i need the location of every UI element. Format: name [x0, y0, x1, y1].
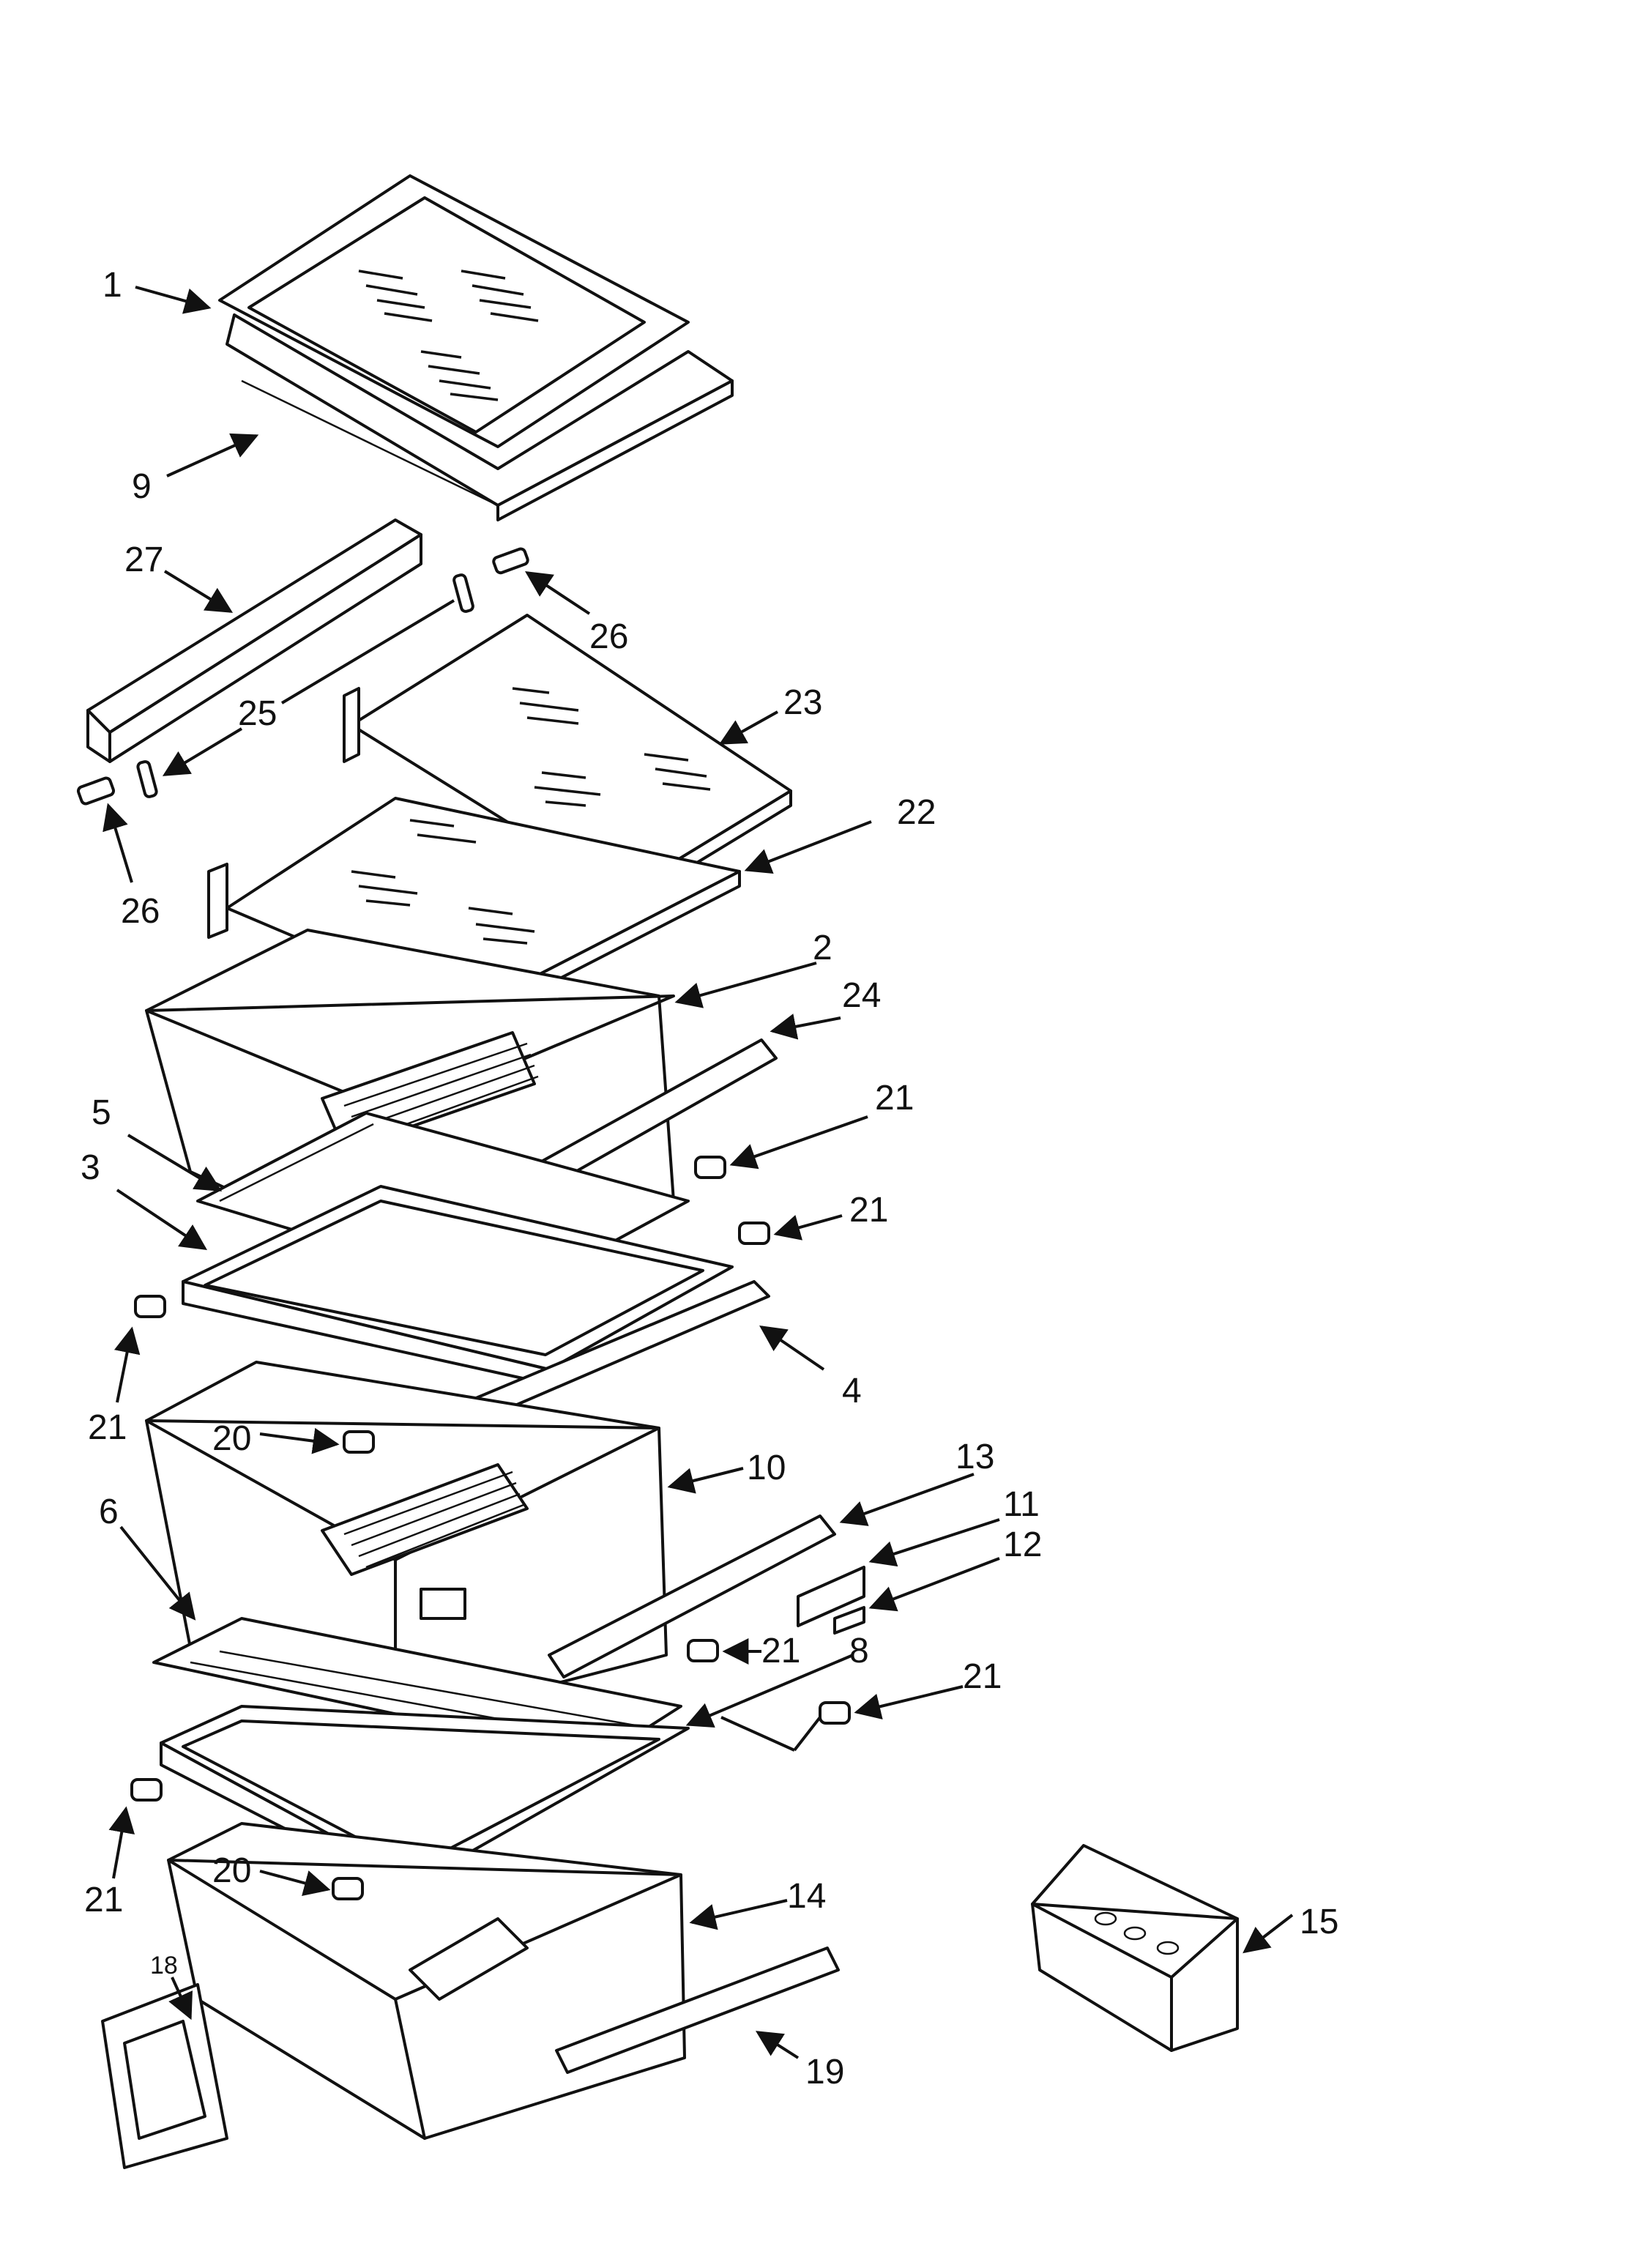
callout-2: 2: [813, 929, 832, 967]
part-26-screw-top: [492, 547, 529, 575]
callout-14: 14: [787, 1877, 826, 1916]
callout-26-bottom: 26: [121, 892, 160, 931]
part-25-clip-top: [452, 573, 474, 613]
callout-21-e: 21: [963, 1657, 1002, 1696]
part-21-fastener-a: [694, 1156, 726, 1179]
callout-21-b: 21: [849, 1191, 888, 1230]
callout-22: 22: [897, 793, 936, 832]
callout-11: 11: [1003, 1485, 1040, 1524]
part-13-handle: [548, 1514, 836, 1678]
callout-12: 12: [1003, 1525, 1042, 1564]
part-1-glass-shelf: [218, 174, 690, 448]
callout-20-b: 20: [212, 1851, 251, 1890]
part-21-fastener-c: [134, 1295, 166, 1318]
callout-labels: 1 9 27 26 25 23 22 26 2 24 21 5 3 21 4 2…: [81, 266, 1338, 2092]
callout-25: 25: [238, 694, 277, 733]
part-12-clip: [833, 1606, 865, 1635]
part-18-label: [101, 1983, 228, 2169]
part-19-handle: [555, 1947, 840, 2074]
callout-21-c: 21: [88, 1408, 127, 1447]
callout-1: 1: [103, 266, 122, 305]
callout-5: 5: [92, 1093, 111, 1132]
part-20-fastener-a: [343, 1430, 375, 1454]
part-25-clip-bottom: [136, 760, 158, 798]
part-21-fastener-e: [819, 1701, 851, 1725]
part-26-screw-bottom: [76, 776, 116, 806]
part-20-fastener-b: [332, 1877, 364, 1900]
part-15-bin: [1031, 1844, 1239, 2052]
callout-20-a: 20: [212, 1419, 251, 1458]
callout-9: 9: [132, 467, 152, 506]
part-21-fastener-f: [130, 1778, 163, 1802]
callout-26-top: 26: [589, 617, 628, 656]
callout-8: 8: [849, 1632, 869, 1670]
part-9-shelf-frame: [226, 313, 734, 521]
part-21-fastener-b: [738, 1222, 770, 1245]
callout-3: 3: [81, 1148, 100, 1187]
callout-24: 24: [842, 976, 881, 1015]
callout-13: 13: [955, 1438, 994, 1476]
callout-4: 4: [842, 1372, 862, 1410]
part-27-trim: [86, 518, 422, 763]
callout-27: 27: [124, 540, 163, 579]
leader-lines: [103, 286, 1294, 2059]
callout-21-a: 21: [875, 1079, 914, 1118]
part-21-fastener-d: [687, 1639, 719, 1662]
part-11-bracket: [797, 1566, 865, 1627]
callout-10: 10: [747, 1449, 786, 1487]
callout-21-d: 21: [761, 1632, 800, 1670]
callout-18: 18: [150, 1952, 178, 1979]
callout-15: 15: [1300, 1903, 1338, 1941]
callout-21-f: 21: [84, 1881, 123, 1919]
callout-19: 19: [805, 2053, 844, 2092]
callout-6: 6: [99, 1492, 119, 1531]
callout-23: 23: [783, 683, 822, 722]
